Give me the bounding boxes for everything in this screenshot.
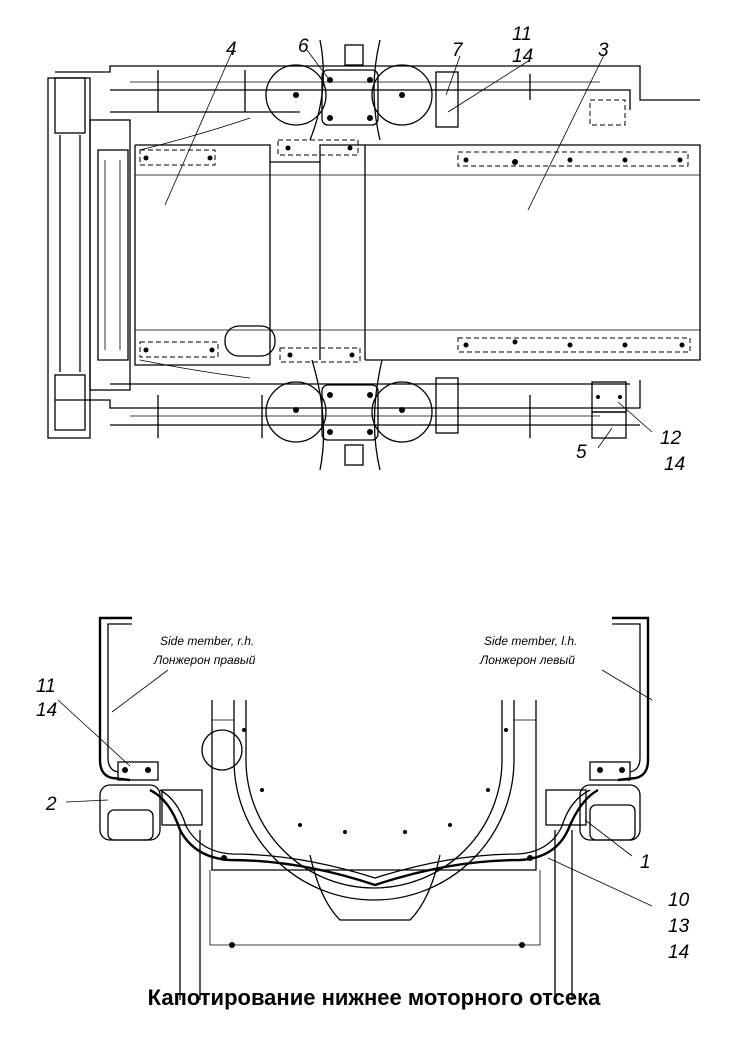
callout-14-right: 14 [664,454,685,475]
callout-14-section-right: 14 [668,942,689,963]
side-member-rh-en: Side member, r.h. [160,634,254,648]
callout-7: 7 [452,40,464,61]
callout-13: 13 [668,916,690,937]
callout-4: 4 [226,39,237,60]
callout-6: 6 [298,36,309,57]
callout-11-section: 11 [36,676,56,697]
callout-14-top: 14 [512,46,533,67]
side-member-lh-ru: Лонжерон левый [479,653,575,667]
side-member-lh-en: Side member, l.h. [484,634,577,648]
section-view: Side member, r.h. Лонжерон правый Side m… [36,616,690,1000]
callout-12: 12 [660,428,682,449]
callout-5: 5 [576,442,587,463]
callout-14-section-left: 14 [36,700,57,721]
callout-10: 10 [668,890,690,911]
side-member-rh-ru: Лонжерон правый [153,653,256,667]
top-view: 4 6 11 7 14 3 12 5 14 [47,24,701,475]
callout-3: 3 [598,40,609,61]
callout-11: 11 [512,24,532,45]
callout-2: 2 [45,794,57,815]
figure-caption: Капотирование нижнее моторного отсека [148,985,601,1010]
callout-1: 1 [640,852,651,873]
